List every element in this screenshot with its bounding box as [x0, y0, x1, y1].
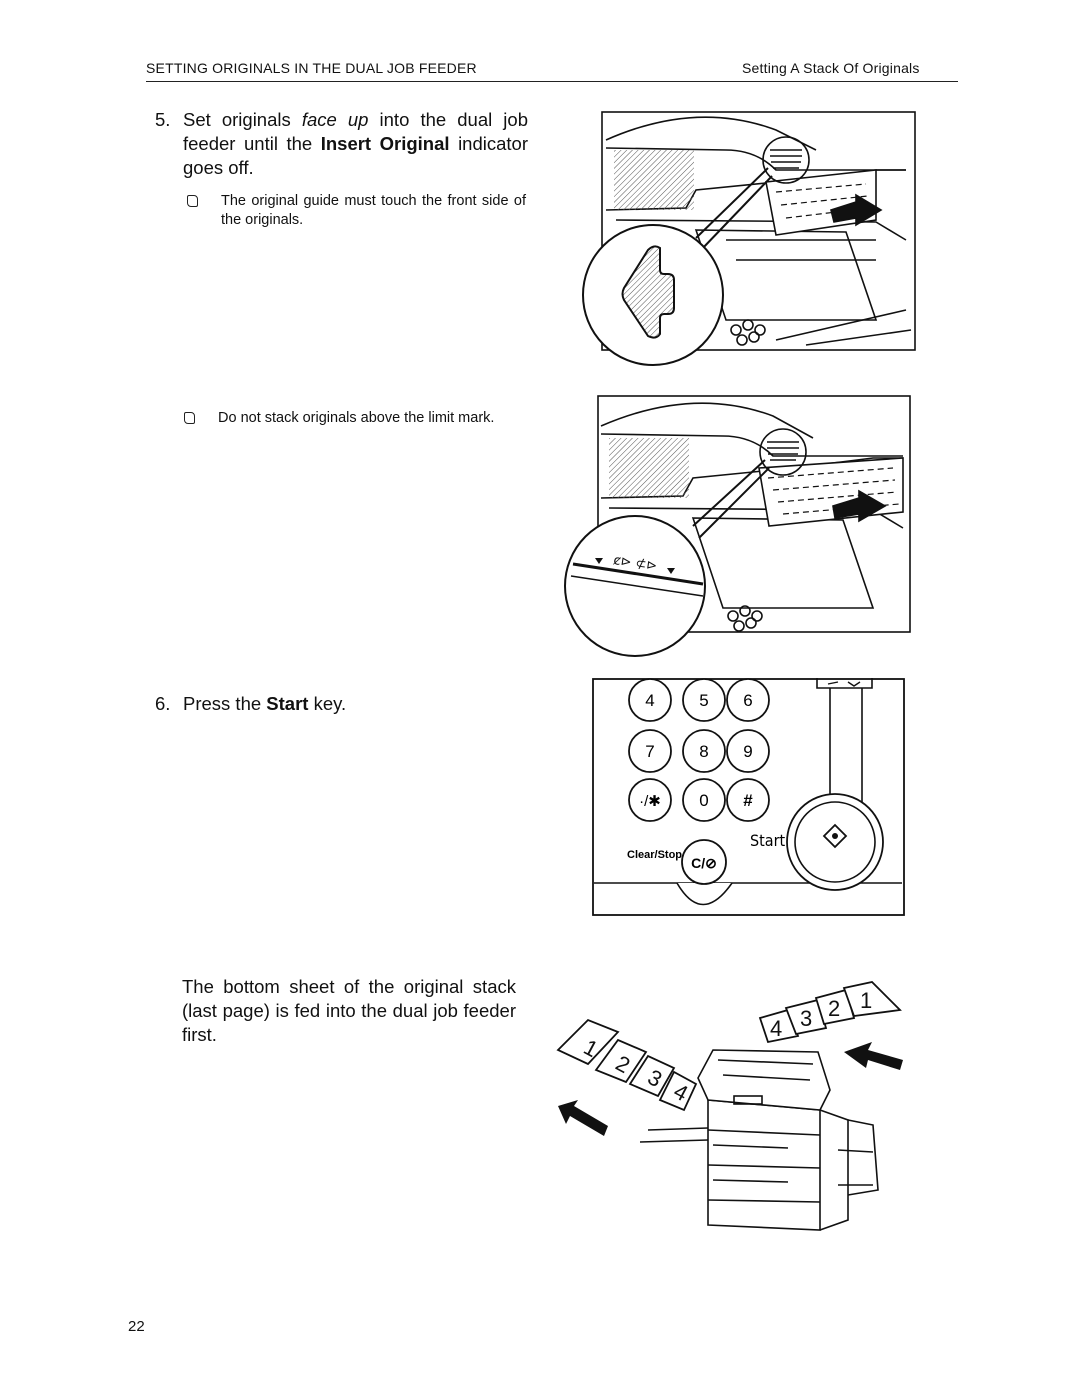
feed-sheet-label: 4: [770, 1016, 782, 1041]
note-bullet-icon: [184, 412, 195, 424]
keypad-key: ·/✱: [639, 793, 661, 810]
copier-feed-order-illustration: 4 3 2 1 1 2 3 4: [556, 981, 903, 1231]
feeder-insert-illustration: [582, 111, 916, 366]
insert-original-label: Insert Original: [320, 133, 450, 154]
feed-sheet-label: 2: [828, 996, 840, 1021]
keypad-key: 5: [699, 691, 708, 710]
clear-stop-key: [681, 839, 727, 885]
feed-sheet-label: 1: [860, 988, 872, 1013]
keypad-key: 8: [699, 742, 708, 761]
start-icon: [822, 823, 848, 849]
section-title: SETTING ORIGINALS IN THE DUAL JOB FEEDER: [146, 60, 477, 76]
feed-arrow-icon: [844, 1042, 903, 1070]
header-rule: [146, 81, 958, 82]
keypad-key: 0: [699, 791, 708, 810]
step-number: 5.: [155, 109, 171, 130]
step-5: 5. Set originals face up into the dual j…: [155, 109, 528, 178]
result-text: The bottom sheet of the original stack (…: [182, 976, 516, 1045]
note-limit-mark: Do not stack originals above the limit m…: [184, 409, 524, 428]
keypad-illustration: 4 5 6 7 8 9 ·/✱ 0 # Start Clear/Stop C/⊘: [592, 678, 905, 916]
keypad-key: 9: [743, 742, 752, 761]
start-key-label: Start: [266, 693, 309, 714]
feed-sheet-label: 3: [800, 1006, 812, 1031]
note-original-guide: The original guide must touch the front …: [187, 192, 526, 230]
note-bullet-icon: [187, 195, 198, 207]
step-6: 6. Press the Start key.: [155, 693, 347, 714]
start-key: [786, 793, 884, 891]
start-key-text: Start: [750, 831, 786, 850]
svg-text:ȼ⊳ ⊄⊳: ȼ⊳ ⊄⊳: [612, 553, 658, 574]
subsection-title: Setting A Stack Of Originals: [742, 60, 920, 76]
page-number: 22: [128, 1318, 145, 1335]
keypad-key: #: [743, 791, 753, 810]
keypad-key: 7: [645, 742, 654, 761]
emphasis-face-up: face up: [301, 109, 369, 130]
keypad-key: 6: [743, 691, 752, 710]
return-arrow-icon: [558, 1100, 608, 1136]
limit-mark-illustration: ȼ⊳ ⊄⊳: [564, 395, 911, 657]
keypad-key: 4: [645, 691, 654, 710]
svg-text:C/⊘: C/⊘: [691, 855, 717, 871]
step-number: 6.: [155, 693, 171, 714]
clear-stop-label: Clear/Stop: [627, 849, 682, 861]
